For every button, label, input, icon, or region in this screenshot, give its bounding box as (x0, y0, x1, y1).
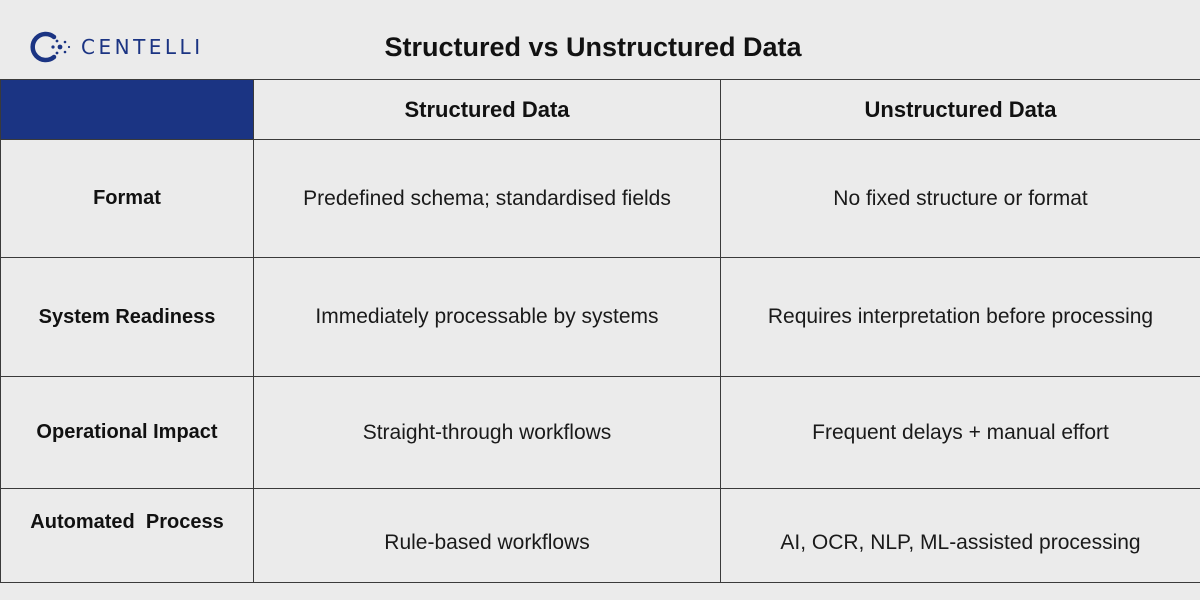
header-corner-cell (0, 79, 254, 140)
cell-unstructured-format: No fixed structure or format (720, 139, 1200, 258)
column-header-unstructured: Unstructured Data (720, 79, 1200, 140)
comparison-table: Structured Data Unstructured Data Format… (0, 79, 1200, 583)
row-label-system-readiness: System Readiness (0, 257, 254, 377)
table-row: Operational Impact Straight-through work… (0, 376, 1200, 489)
table-row: Format Predefined schema; standardised f… (0, 139, 1200, 258)
row-label-format: Format (0, 139, 254, 258)
table-row: Automated Process Rule-based workflows A… (0, 488, 1200, 583)
cell-unstructured-automated-process: AI, OCR, NLP, ML-assisted processing (720, 488, 1200, 583)
table-header-row: Structured Data Unstructured Data (0, 79, 1200, 140)
cell-structured-format: Predefined schema; standardised fields (253, 139, 721, 258)
cell-structured-operational-impact: Straight-through workflows (253, 376, 721, 489)
brand-name: CENTELLI (81, 35, 204, 59)
cell-structured-system-readiness: Immediately processable by systems (253, 257, 721, 377)
column-header-structured: Structured Data (253, 79, 721, 140)
brand-logo: CENTELLI (27, 28, 204, 66)
centelli-logo-icon (30, 31, 71, 63)
cell-unstructured-operational-impact: Frequent delays + manual effort (720, 376, 1200, 489)
row-label-operational-impact: Operational Impact (0, 376, 254, 489)
cell-structured-automated-process: Rule-based workflows (253, 488, 721, 583)
table-row: System Readiness Immediately processable… (0, 257, 1200, 377)
cell-unstructured-system-readiness: Requires interpretation before processin… (720, 257, 1200, 377)
page-title: Structured vs Unstructured Data (384, 32, 802, 62)
row-label-automated-process: Automated Process (0, 488, 254, 583)
